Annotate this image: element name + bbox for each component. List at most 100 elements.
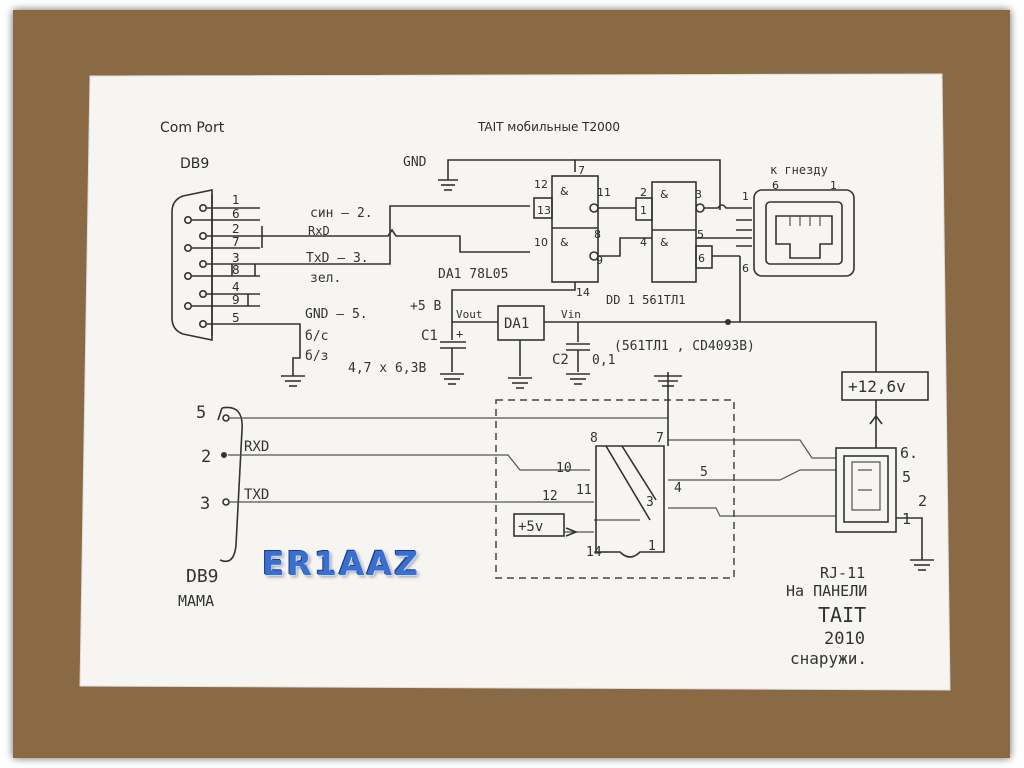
svg-text:&: &: [660, 236, 669, 249]
svg-text:8: 8: [590, 431, 598, 446]
svg-text:9: 9: [596, 254, 603, 267]
bottom-wires: [228, 417, 836, 553]
svg-text:1: 1: [640, 204, 647, 217]
svg-text:6.: 6.: [900, 444, 918, 462]
vin-label: Vin: [561, 308, 581, 321]
ground-symbol-c1: [440, 373, 464, 385]
db9-bottom-label: DB9: [186, 566, 219, 587]
bz-label: б/з: [305, 349, 328, 364]
rj11-connector: [835, 447, 923, 560]
rj-socket-top: [753, 189, 855, 277]
svg-text:12: 12: [542, 489, 558, 504]
svg-text:3: 3: [695, 188, 702, 201]
svg-text:3: 3: [232, 251, 240, 265]
supply-label: +12,6v: [848, 377, 906, 396]
outside-label: снаружи.: [790, 649, 867, 668]
year-label: 2010: [824, 629, 865, 649]
svg-text:12: 12: [534, 178, 548, 191]
svg-text:5: 5: [700, 465, 708, 480]
er1aaz-watermark: ER1AAZ: [262, 544, 420, 583]
plus5v-label: +5 В: [410, 299, 441, 314]
svg-text:4: 4: [232, 280, 240, 294]
svg-text:10: 10: [556, 461, 572, 476]
rj11-label: RJ-11: [820, 564, 865, 582]
zel-label: зел.: [310, 271, 341, 286]
svg-text:8: 8: [232, 263, 240, 277]
plus5v-box: [513, 513, 565, 537]
tait-label: TAIT: [818, 603, 866, 627]
svg-text:11: 11: [597, 186, 611, 199]
gate-wires: [451, 204, 752, 302]
db9-top-label: DB9: [180, 156, 209, 172]
svg-text:6: 6: [698, 252, 705, 265]
junction-dot: [725, 319, 731, 325]
svg-text:1: 1: [648, 539, 656, 554]
db9-bottom-pin5: 5: [196, 403, 206, 423]
paper-sheet: [79, 73, 951, 691]
svg-text:4: 4: [674, 481, 682, 496]
svg-text:&: &: [560, 185, 569, 198]
svg-text:7: 7: [656, 431, 664, 446]
supply-box: [841, 371, 929, 401]
dashed-enclosure: [495, 399, 735, 579]
svg-text:5: 5: [902, 468, 911, 486]
svg-text:5: 5: [697, 228, 704, 241]
capacitor-c2: [566, 343, 590, 372]
da1-label: DA1: [504, 316, 529, 332]
logic-gate-block-2: & &: [635, 181, 713, 283]
regulator-wires: [451, 300, 877, 376]
svg-text:7: 7: [578, 164, 585, 177]
ground-symbol-db9: [281, 375, 305, 387]
svg-text:14: 14: [576, 286, 590, 299]
socket-wire-6: 6: [742, 262, 749, 275]
txd3-label: TxD – 3.: [306, 251, 369, 266]
svg-text:5: 5: [232, 311, 240, 325]
svg-text:8: 8: [594, 228, 601, 241]
svg-text:1: 1: [232, 193, 240, 207]
ground-symbol-rj11: [910, 559, 934, 571]
vout-label: Vout: [456, 308, 483, 321]
svg-text:4: 4: [640, 236, 647, 249]
capacitor-c1: [440, 341, 466, 372]
ic-pin-numbers: 8 7 10 5 11 4 12 3 14 1: [542, 431, 708, 560]
c1-plus: +: [456, 327, 463, 341]
svg-text:&: &: [560, 236, 569, 249]
gate-pin-numbers: 12 13 11 10 8 9 2 1 3 4 5 6 7 14: [534, 164, 705, 299]
gnd-label: GND: [403, 155, 427, 170]
bs-label: б/с: [305, 329, 328, 344]
title-label: TAIT мобильные T2000: [477, 120, 620, 134]
db9-bottom-pin2: 2: [201, 447, 211, 467]
plus5v-box-label: +5v: [518, 519, 543, 535]
regulator-da1: [497, 305, 545, 341]
svg-text:9: 9: [232, 293, 240, 307]
txd-label: TXD: [244, 487, 269, 503]
rxd-small-label: RxD: [308, 224, 330, 238]
c1-label: C1: [421, 328, 438, 344]
mama-label: MAMA: [178, 592, 214, 610]
svg-text:13: 13: [537, 204, 551, 217]
svg-text:2: 2: [640, 186, 647, 199]
svg-text:&: &: [660, 188, 669, 201]
socket-pin6: 6: [772, 179, 779, 192]
db9-top-pin-numbers: 1 6 2 7 3 8 4 9 5: [232, 193, 240, 325]
dd1-label: DD 1 561ТЛ1: [606, 293, 685, 307]
c1-value: 4,7 x 6,3В: [348, 361, 426, 376]
signal-wires: [300, 205, 530, 265]
arrow-icon: [565, 527, 579, 537]
dd1-alt-label: (561ТЛ1 , CD4093В): [614, 339, 755, 354]
db9-pin-lines: [191, 207, 301, 376]
da1-part-label: DA1 78L05: [438, 267, 508, 282]
ground-symbol-c2: [566, 373, 590, 385]
rj11-pin-numbers: 6. 5 2 1: [900, 444, 927, 528]
svg-text:1: 1: [902, 510, 911, 528]
svg-text:6: 6: [232, 207, 240, 221]
svg-text:2: 2: [232, 222, 240, 236]
socket-label: к гнезду: [770, 163, 828, 177]
sin2-label: син – 2.: [310, 206, 373, 221]
socket-pin1: 1: [830, 179, 837, 192]
svg-text:3: 3: [646, 495, 654, 510]
svg-text:11: 11: [576, 483, 592, 498]
socket-wire-1: 1: [742, 190, 749, 203]
